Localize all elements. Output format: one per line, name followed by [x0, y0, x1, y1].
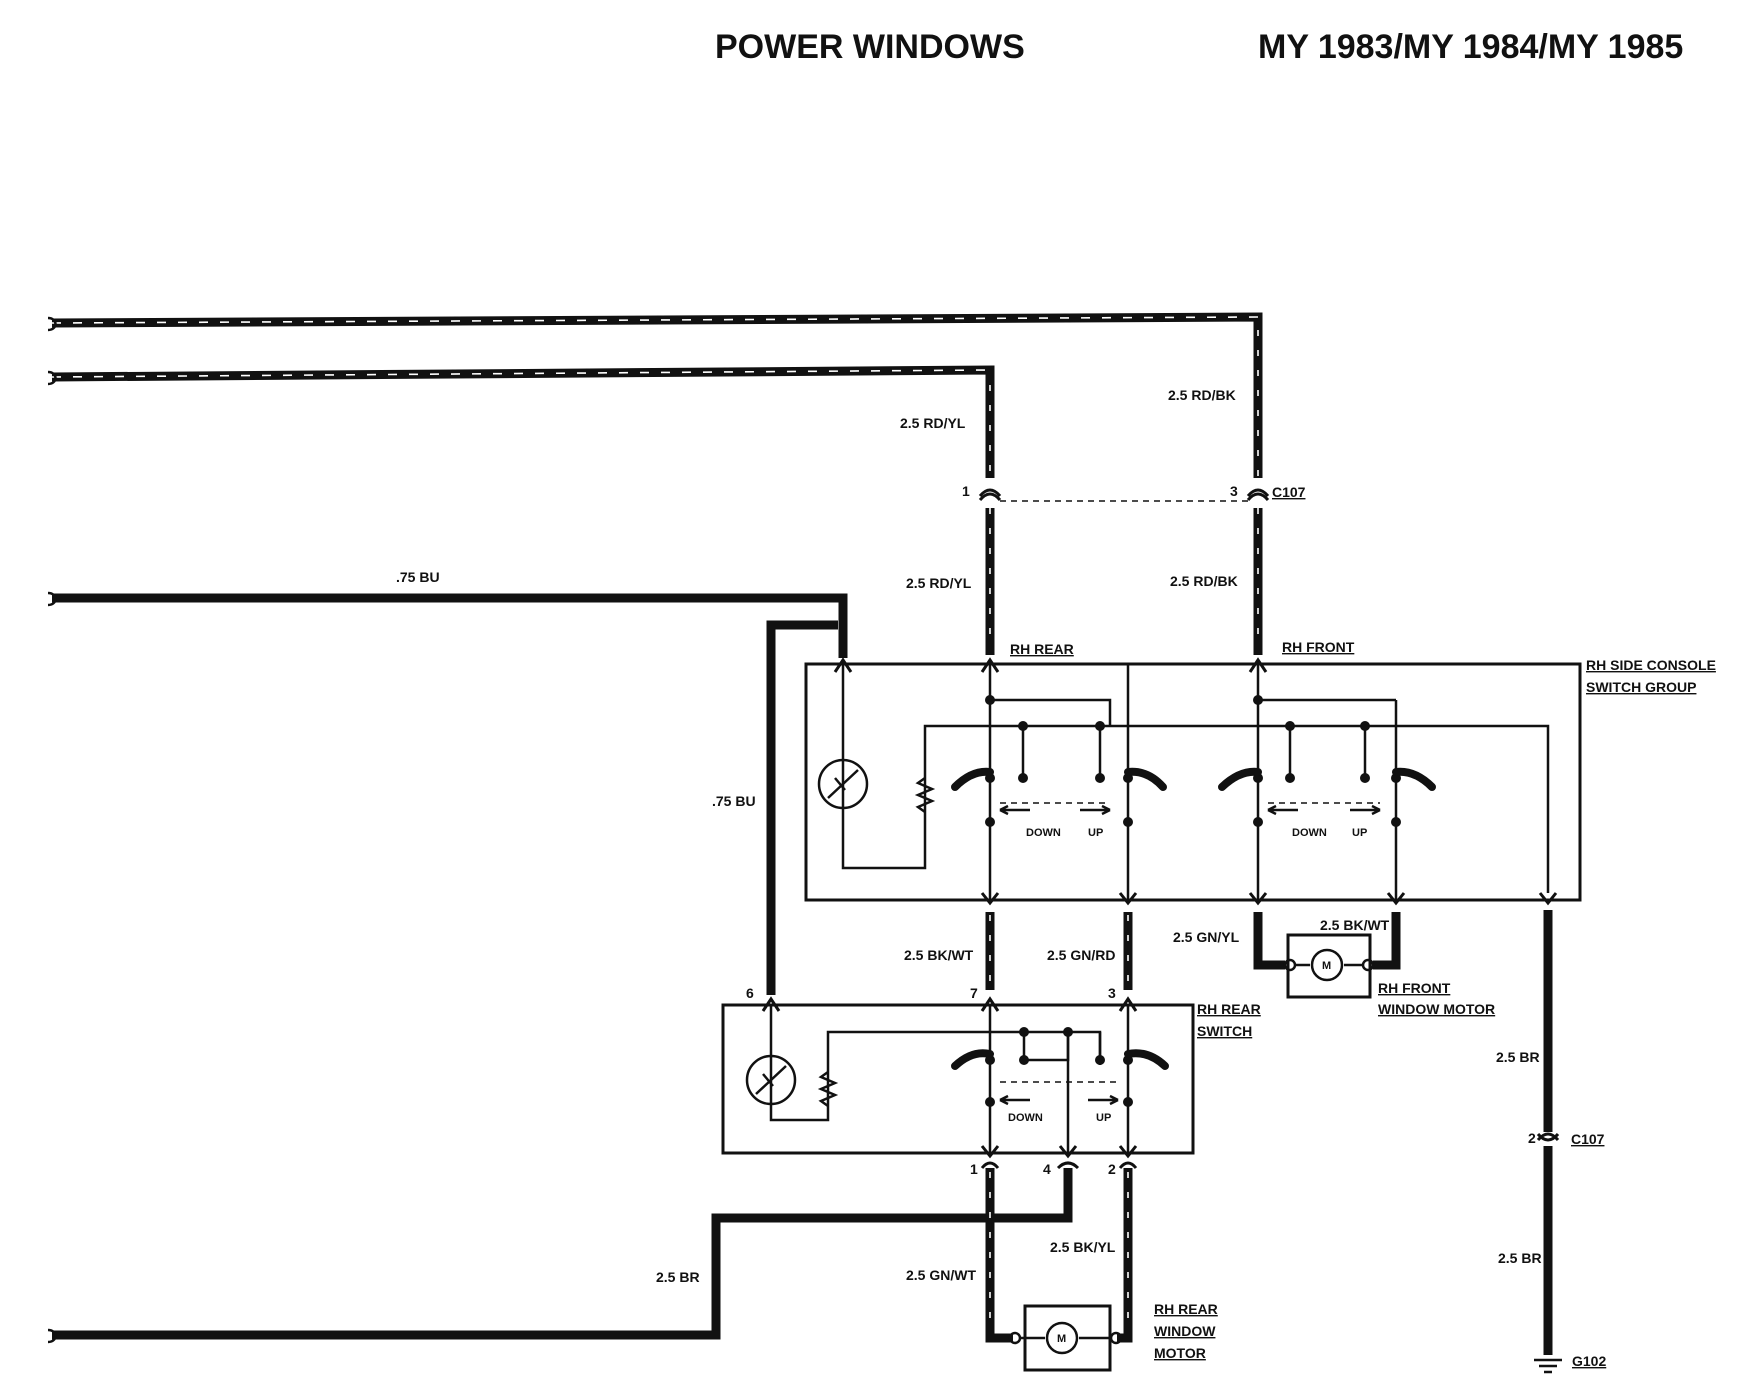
pin-label: 3 — [1108, 985, 1116, 1001]
connector-c107-label: C107 — [1272, 484, 1306, 500]
lamp-icon — [745, 1054, 797, 1106]
connector-c107-label: C107 — [1571, 1131, 1605, 1147]
lamp-icon — [817, 758, 869, 810]
pin-label: 1 — [962, 483, 970, 499]
switch-down-label: DOWN — [1026, 827, 1061, 839]
rh-rear-switch: DOWN UP — [721, 996, 1195, 1159]
pin-label: 7 — [970, 985, 978, 1001]
console-label: SWITCH GROUP — [1586, 679, 1696, 695]
wire-label: .75 BU — [396, 569, 440, 585]
rh-rear-label: RH REAR — [1010, 641, 1074, 657]
pin-label: 6 — [746, 985, 754, 1001]
pin-label: 1 — [970, 1161, 978, 1177]
wire-label: 2.5 BR — [656, 1269, 700, 1285]
wire-label: 2.5 BK/WT — [1320, 917, 1390, 933]
connector-c107-top: 1 3 C107 — [962, 483, 1306, 502]
wire-label: 2.5 GN/WT — [906, 1267, 976, 1283]
switch-down-label: DOWN — [1008, 1112, 1043, 1124]
ground-g102-label: G102 — [1572, 1353, 1606, 1369]
model-years: MY 1983/MY 1984/MY 1985 — [1258, 28, 1683, 66]
switch-down-label: DOWN — [1292, 827, 1327, 839]
rh-front-label: RH FRONT — [1282, 639, 1355, 655]
wire-br-ground — [1534, 910, 1562, 1374]
wire-front-motor — [1253, 912, 1401, 970]
pin-label: 2 — [1108, 1161, 1116, 1177]
rh-side-console-switch-group: DOWN UP DOWN UP — [804, 657, 1582, 906]
wire-rd-bk-feed — [47, 312, 1263, 655]
wire-label: 2.5 RD/BK — [1170, 573, 1238, 589]
pin-label: 2 — [1528, 1130, 1536, 1146]
switch-up-label: UP — [1088, 827, 1103, 839]
pin-label: 3 — [1230, 483, 1238, 499]
motor-symbol: M — [1057, 1333, 1066, 1345]
pin-label: 4 — [1043, 1161, 1051, 1177]
wire-label: 2.5 BK/YL — [1050, 1239, 1116, 1255]
motor-icon — [1045, 1321, 1079, 1355]
wire-label: 2.5 BR — [1498, 1250, 1542, 1266]
rear-switch-label: SWITCH — [1197, 1023, 1252, 1039]
wire-br-left — [47, 1161, 1138, 1344]
wire-label: .75 BU — [712, 793, 756, 809]
diagram-title: POWER WINDOWS — [715, 28, 1025, 66]
console-label: RH SIDE CONSOLE — [1586, 657, 1716, 673]
switch-up-label: UP — [1352, 827, 1367, 839]
rear-motor-label: RH REAR — [1154, 1301, 1218, 1317]
wire-label: 2.5 RD/YL — [900, 415, 966, 431]
rh-rear-window-motor: M — [1008, 1304, 1123, 1372]
wire-bk-yl — [1117, 1168, 1133, 1343]
motor-symbol: M — [1322, 960, 1331, 972]
wire-label: 2.5 GN/YL — [1173, 929, 1240, 945]
wire-label: 2.5 RD/YL — [906, 575, 972, 591]
wire-label: 2.5 RD/BK — [1168, 387, 1236, 403]
rear-motor-label: WINDOW — [1154, 1323, 1216, 1339]
rh-front-window-motor: M — [1283, 933, 1375, 999]
rear-motor-label: MOTOR — [1154, 1345, 1206, 1361]
wire-label: 2.5 BR — [1496, 1049, 1540, 1065]
motor-icon — [1310, 948, 1344, 982]
wire-label: 2.5 BK/WT — [904, 947, 974, 963]
wire-rd-yl-feed — [47, 365, 995, 655]
front-motor-label: RH FRONT — [1378, 980, 1451, 996]
wire-label: 2.5 GN/RD — [1047, 947, 1115, 963]
wire-gn-wt — [985, 1168, 1013, 1343]
rear-switch-label: RH REAR — [1197, 1001, 1261, 1017]
wire-bu — [47, 591, 848, 995]
front-motor-label: WINDOW MOTOR — [1378, 1001, 1495, 1017]
switch-up-label: UP — [1096, 1112, 1111, 1124]
